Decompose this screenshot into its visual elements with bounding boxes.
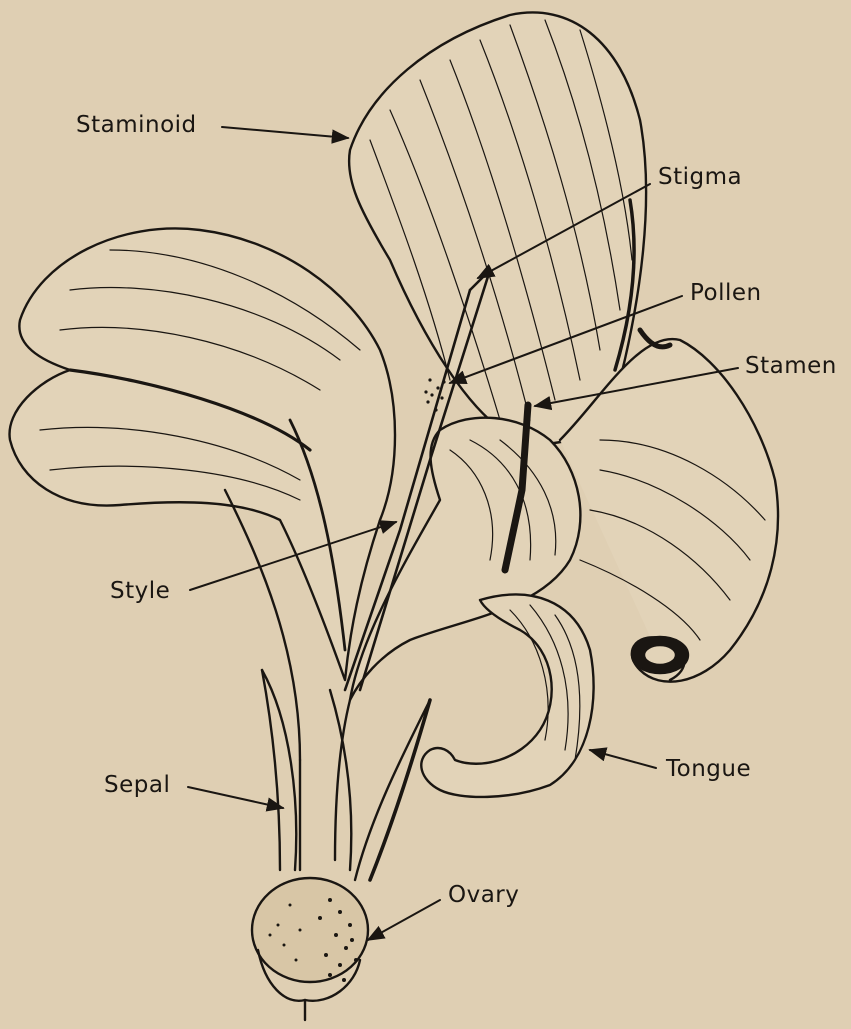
label-ovary: Ovary — [448, 882, 519, 908]
label-stigma: Stigma — [658, 164, 742, 190]
label-staminoid: Staminoid — [76, 112, 197, 138]
label-style: Style — [110, 578, 170, 604]
label-sepal: Sepal — [104, 772, 170, 798]
leader-staminoid — [222, 127, 348, 138]
side-petal — [10, 228, 395, 680]
leader-tongue — [590, 750, 656, 768]
ovary — [252, 878, 368, 1020]
label-pollen: Pollen — [690, 280, 762, 306]
sepals — [262, 670, 430, 880]
label-tongue: Tongue — [666, 756, 751, 782]
label-stamen: Stamen — [745, 353, 837, 379]
leader-ovary — [368, 900, 440, 940]
staminoid-petal — [349, 12, 646, 443]
leader-sepal — [188, 787, 283, 808]
